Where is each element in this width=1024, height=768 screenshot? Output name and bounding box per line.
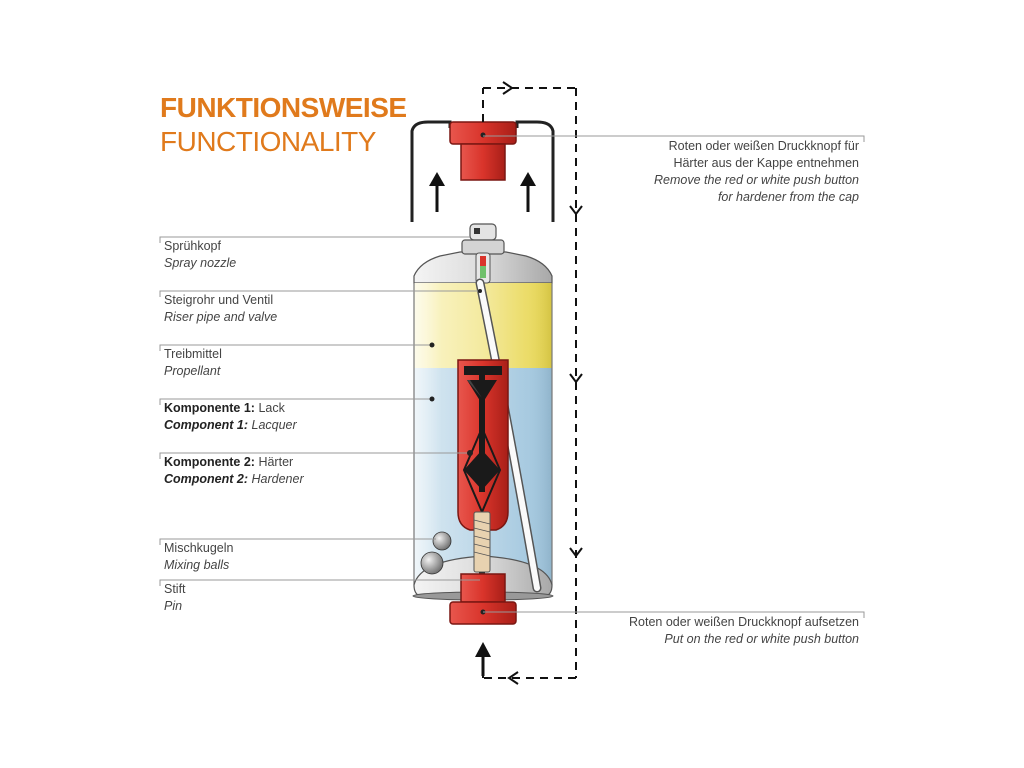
hardener-cartridge [457, 359, 509, 531]
label-remove-button: Roten oder weißen Druckknopf für Härter … [654, 139, 859, 204]
push-button-top [449, 121, 517, 181]
label-spray-nozzle: Sprühkopf Spray nozzle [164, 239, 237, 270]
cap [410, 120, 555, 222]
arrow-down-icon [569, 205, 583, 558]
push-button-bottom [449, 573, 517, 625]
leader-lines [159, 135, 865, 618]
label-put-on-button: Roten oder weißen Druckknopf aufsetzen P… [629, 615, 859, 646]
spray-nozzle [461, 223, 505, 255]
arrow-right-icon [502, 81, 514, 95]
valve [475, 252, 491, 284]
label-component-1: Komponente 1: Lack Component 1: Lacquer [164, 401, 297, 432]
label-pin: Stift Pin [164, 582, 186, 613]
label-mixing-balls: Mischkugeln Mixing balls [164, 541, 234, 572]
label-component-2: Komponente 2: Härter Component 2: Harden… [164, 455, 304, 486]
pin [473, 511, 491, 586]
up-arrow-icon [429, 172, 536, 212]
mixing-balls [420, 531, 452, 575]
label-riser-pipe: Steigrohr und Ventil Riser pipe and valv… [164, 293, 278, 324]
leader-dots [429, 289, 482, 456]
up-arrow-bottom-icon [475, 642, 491, 676]
page-subtitle: FUNCTIONALITY [160, 126, 376, 157]
label-propellant: Treibmittel Propellant [164, 347, 222, 378]
page-title: FUNKTIONSWEISE [160, 92, 407, 123]
arrow-left-icon [507, 671, 519, 685]
